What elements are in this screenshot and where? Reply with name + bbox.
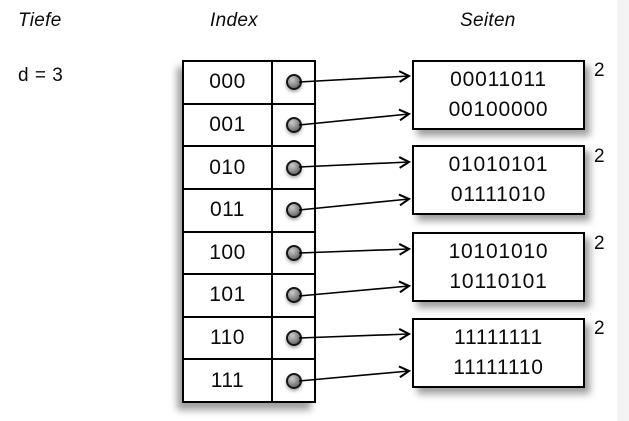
pointer-cell — [273, 233, 314, 274]
page-value: 10101010 — [448, 240, 549, 263]
pointer-dot — [285, 159, 302, 176]
index-row: 111 — [184, 360, 314, 401]
index-entry-label: 010 — [184, 147, 273, 188]
index-column-header: Index — [210, 10, 258, 31]
index-entry-label: 011 — [184, 189, 273, 231]
pointer-dot — [285, 202, 302, 219]
page-value: 00011011 — [450, 68, 547, 91]
pointer-cell — [273, 62, 314, 103]
page-box: 01010101 01111010 — [412, 145, 585, 215]
index-entry-label: 111 — [184, 360, 273, 401]
pointer-dot — [285, 330, 302, 347]
pointer-cell — [273, 360, 314, 401]
local-depth-badge: 2 — [594, 233, 605, 254]
pages-column-header: Seiten — [460, 10, 516, 31]
index-entry-label: 000 — [184, 62, 273, 103]
pointer-cell — [273, 318, 314, 359]
index-row: 011 — [184, 189, 314, 233]
index-row: 110 — [184, 317, 314, 361]
index-row: 010 — [184, 147, 314, 190]
pointer-cell — [273, 105, 314, 146]
global-depth-value: d = 3 — [18, 65, 64, 86]
pointer-cell — [273, 147, 314, 188]
index-entry-label: 101 — [184, 275, 273, 316]
depth-column-header: Tiefe — [18, 10, 62, 31]
directory-index-table: 000 001 010 011 100 101 110 111 — [182, 60, 316, 403]
page-box: 11111111 11111110 — [412, 318, 585, 388]
index-row: 100 — [184, 232, 314, 276]
pointer-dot — [285, 372, 302, 389]
page-value: 10110101 — [449, 270, 548, 293]
local-depth-badge: 2 — [594, 146, 605, 167]
index-row: 101 — [184, 275, 314, 318]
local-depth-badge: 2 — [594, 318, 605, 339]
index-row: 000 — [184, 62, 314, 105]
index-entry-label: 100 — [184, 232, 273, 274]
page-value: 11111111 — [454, 326, 543, 349]
index-row: 001 — [184, 104, 314, 148]
page-value: 01010101 — [448, 153, 549, 176]
page-box: 00011011 00100000 — [412, 60, 585, 130]
local-depth-badge: 2 — [594, 60, 605, 81]
index-entry-label: 001 — [184, 104, 273, 146]
index-entry-label: 110 — [184, 317, 273, 359]
pointer-dot — [285, 287, 302, 304]
page-box: 10101010 10110101 — [412, 232, 585, 302]
pointer-cell — [273, 190, 314, 231]
page-value: 00100000 — [448, 98, 549, 121]
pointer-dot — [285, 74, 302, 91]
pointer-dot — [285, 116, 302, 133]
pointer-dot — [285, 244, 302, 261]
page-value: 01111010 — [450, 183, 547, 206]
page-value: 11111110 — [453, 356, 544, 379]
pointer-cell — [273, 275, 314, 316]
right-edge-strip — [617, 0, 629, 421]
